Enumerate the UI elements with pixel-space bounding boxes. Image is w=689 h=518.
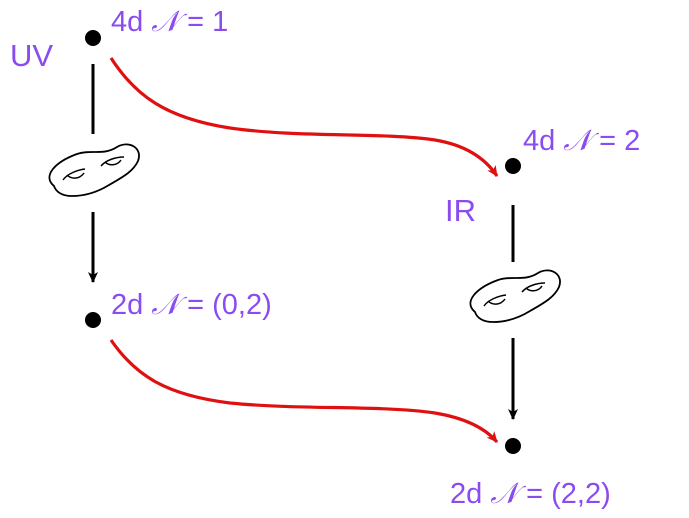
rg-flow-arrow-top [109, 57, 499, 177]
ir-label: IR [445, 193, 476, 228]
uv-label: UV [10, 38, 53, 73]
node-4d-n2 [505, 158, 521, 174]
left-surface-icon [48, 143, 140, 197]
node-2d-n22 [505, 438, 521, 454]
rg-flow-arrow-bottom [109, 339, 499, 444]
right-surface-icon [469, 269, 561, 323]
node-4d-n1 [85, 30, 101, 46]
node-2d-n02 [85, 312, 101, 328]
